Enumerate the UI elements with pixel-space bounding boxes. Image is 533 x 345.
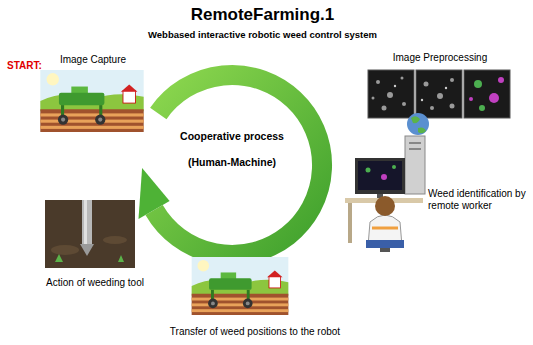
step-label: Cooperative process: [161, 130, 303, 143]
preprocessing-step: Image Preprocessing: [365, 52, 515, 122]
step-label: Image Preprocessing: [364, 52, 516, 64]
cycle-center: Cooperative process (Human-Machine): [162, 130, 302, 178]
step-label: Action of weeding tool: [39, 277, 151, 289]
step-label: (Human-Machine): [161, 156, 303, 169]
step-label: Image Capture: [37, 54, 149, 66]
weeding-tool-step: Action of weeding tool: [40, 195, 150, 295]
transfer-step: Transfer of weed positions to the robot: [150, 255, 360, 343]
title: RemoteFarming.1: [0, 5, 530, 25]
step-label: Transfer of weed positions to the robot: [149, 326, 361, 338]
start-label: START:: [7, 60, 59, 72]
image-capture-step: Image Capture: [38, 54, 148, 134]
identification-step: Weed identification by remote worker: [340, 118, 530, 253]
subtitle: Webbased interactive robotic weed contro…: [0, 29, 530, 40]
step-label: Weed identification by remote worker: [428, 188, 528, 212]
